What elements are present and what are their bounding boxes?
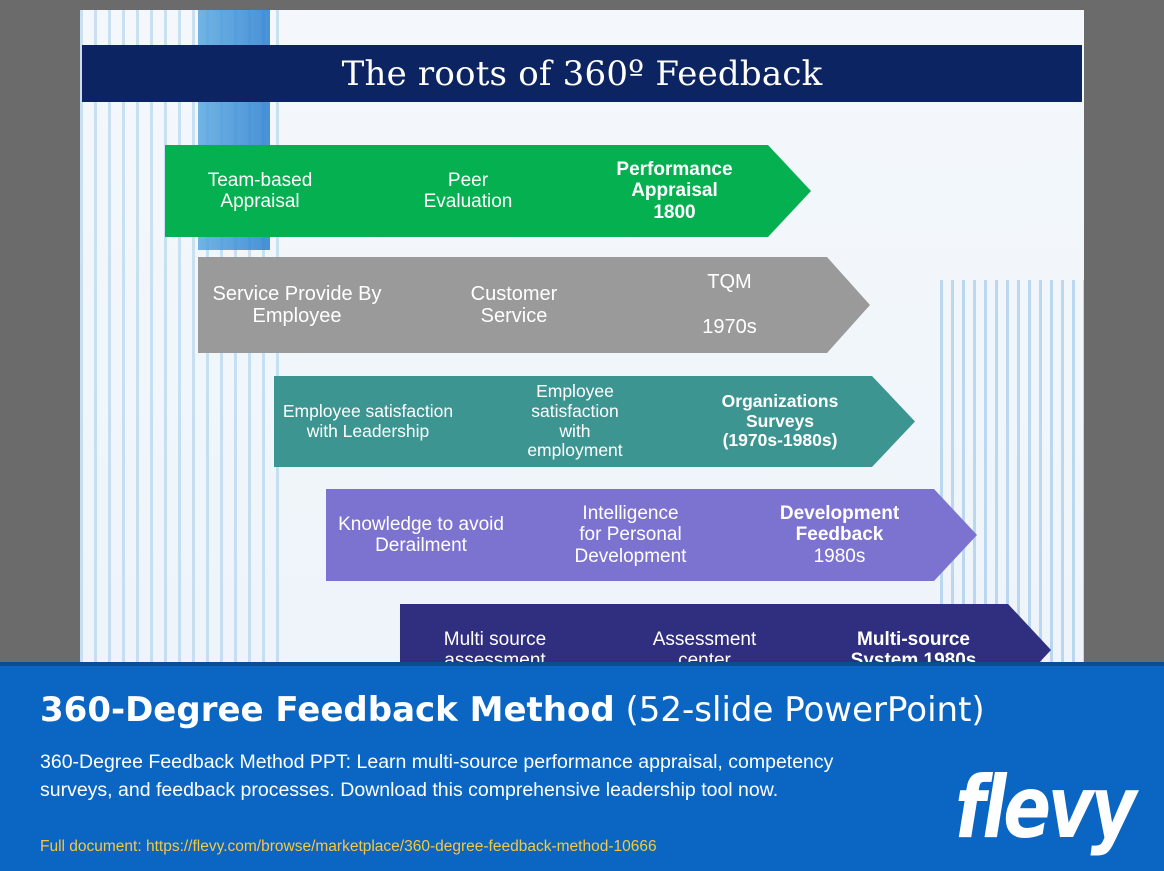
chevron-r2-1: Service Provide By Employee bbox=[198, 257, 439, 353]
document-description: 360-Degree Feedback Method PPT: Learn mu… bbox=[40, 751, 834, 801]
chevron-r5-3: Multi-source System 1980s bbox=[776, 604, 1051, 671]
chevron-label: Employee satisfaction with Leadership bbox=[282, 400, 454, 441]
chevron-label: Development Feedback bbox=[779, 503, 900, 546]
chevron-label: Employee satisfaction with employment bbox=[527, 381, 623, 461]
chevron-label: Team-based Appraisal bbox=[207, 169, 313, 212]
document-title: 360-Degree Feedback Method (52-slide Pow… bbox=[40, 690, 985, 730]
chevron-label: Intelligence for Personal Development bbox=[574, 503, 687, 567]
document-title-meta: (52-slide PowerPoint) bbox=[625, 690, 985, 730]
footer-top-border bbox=[0, 662, 1164, 666]
chevron-r1-1: Team-based Appraisal bbox=[165, 145, 398, 237]
chevron-label: TQM 1970s bbox=[702, 271, 757, 339]
chevron-r4-2: Intelligence for Personal Development bbox=[514, 489, 747, 581]
chevron-r5-2: Assessment center bbox=[588, 604, 821, 671]
footer-panel bbox=[0, 662, 1164, 871]
chevron-r3-1: Employee satisfaction with Leadership bbox=[274, 376, 505, 467]
chevron-r3-3: Organizations Surveys (1970s-1980s) bbox=[645, 376, 915, 467]
chevron-label: Organizations Surveys (1970s-1980s) bbox=[721, 391, 839, 451]
chevron-r1-3: Performance Appraisal 1800 bbox=[538, 145, 811, 237]
chevron-label: Performance Appraisal 1800 bbox=[616, 159, 733, 223]
chevron-r1-2: Peer Evaluation bbox=[353, 145, 583, 237]
chevron-r5-1: Multi source assessment bbox=[400, 604, 633, 671]
title-bar: The roots of 360º Feedback bbox=[82, 45, 1082, 102]
slide: The roots of 360º Feedback Team-based Ap… bbox=[80, 10, 1084, 671]
chevron-r3-2: Employee satisfaction with employment bbox=[460, 376, 690, 467]
document-title-main: 360-Degree Feedback Method bbox=[40, 690, 615, 730]
flevy-logo: flevy bbox=[955, 758, 1137, 858]
chevron-label: Peer Evaluation bbox=[423, 169, 513, 212]
chevron-label: Customer Service bbox=[470, 282, 558, 327]
document-link[interactable]: Full document: https://flevy.com/browse/… bbox=[40, 838, 657, 855]
chevron-label: Service Provide By Employee bbox=[212, 282, 382, 327]
chevron-label: Knowledge to avoid Derailment bbox=[338, 513, 504, 556]
chevron-year: 1980s bbox=[813, 545, 866, 567]
slide-title: The roots of 360º Feedback bbox=[341, 53, 823, 94]
chevron-r4-1: Knowledge to avoid Derailment bbox=[326, 489, 559, 581]
chevron-r2-3: TQM 1970s bbox=[589, 257, 870, 353]
